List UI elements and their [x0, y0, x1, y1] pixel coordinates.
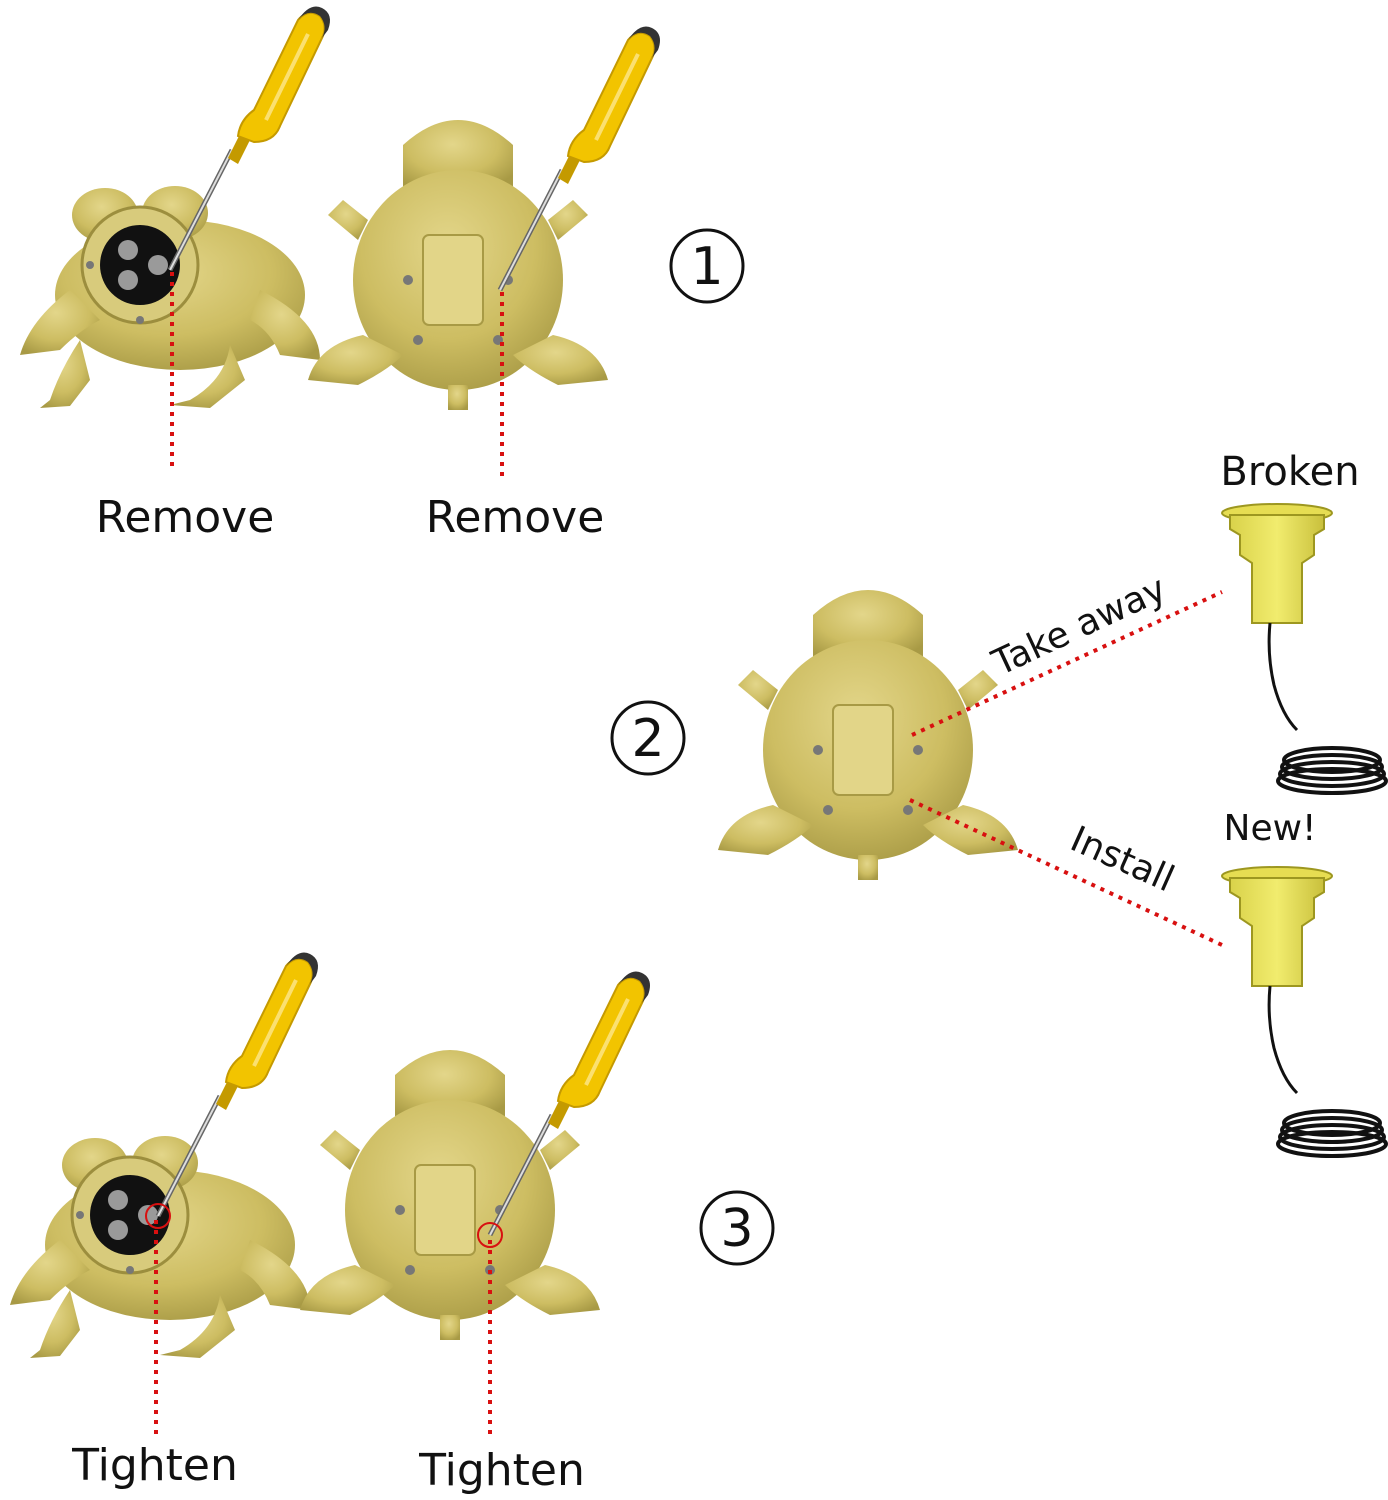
new-label: New! — [1224, 808, 1317, 849]
broken-lamp-module — [1222, 504, 1386, 793]
tighten-label-2: Tighten — [418, 1445, 585, 1496]
remove-label-1: Remove — [96, 492, 275, 543]
broken-label: Broken — [1220, 449, 1359, 495]
step-number-1: 1 — [690, 237, 723, 297]
step-1-group: Remove Remove 1 — [20, 7, 743, 544]
install-label: Install — [1064, 819, 1180, 901]
step-number-2: 2 — [631, 709, 664, 769]
frog-back-open-view — [718, 590, 1018, 880]
frog-back-view — [300, 1050, 600, 1340]
step-3-group: Tighten Tighten 3 — [10, 953, 773, 1497]
remove-label-2: Remove — [426, 492, 605, 543]
take-away-label: Take away — [986, 568, 1173, 684]
tighten-label-1: Tighten — [71, 1440, 238, 1491]
step-number-3: 3 — [720, 1199, 753, 1259]
step-2-group: 2 Take away Install Broken New! — [612, 449, 1386, 1156]
new-lamp-module — [1222, 867, 1386, 1156]
frog-back-view — [308, 120, 608, 410]
frog-front-view — [10, 1136, 310, 1358]
